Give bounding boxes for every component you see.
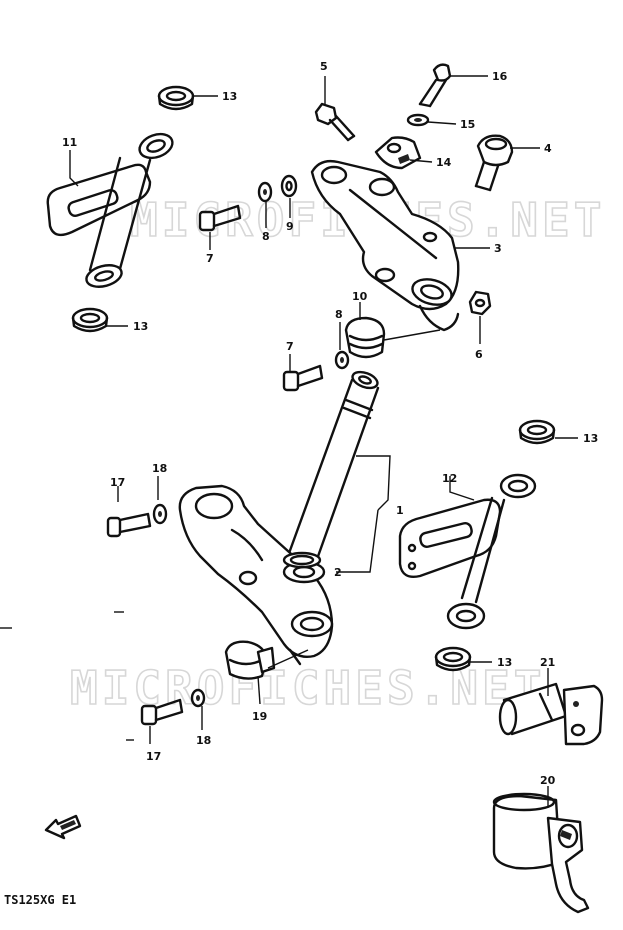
part-19-grommet	[224, 640, 276, 680]
part-8-washer-upper	[257, 181, 273, 203]
callout-8: 8	[262, 230, 270, 243]
part-17-bolt-upper	[106, 512, 152, 538]
callout-14: 14	[436, 156, 452, 169]
callout-7: 7	[206, 252, 214, 265]
part-4-cap-bolt	[474, 134, 514, 192]
part-20-lock-cylinder	[492, 792, 590, 914]
callout-7: 7	[286, 340, 294, 353]
part-5-bolt	[314, 102, 356, 142]
callout-17: 17	[110, 476, 125, 489]
callout-numbers: 13 13 13 13 11 5 16 15 14 4 3 6 7 8 9 10…	[62, 60, 598, 787]
part-7-bolt-upper	[198, 204, 242, 232]
part-2-bearing	[282, 551, 322, 569]
callout-8: 8	[335, 308, 343, 321]
part-12-bracket	[398, 473, 537, 630]
part-1-lower-bracket	[178, 484, 334, 666]
part-16-bolt	[418, 63, 452, 108]
part-13-damper-lower	[434, 646, 472, 672]
callout-2: 2	[334, 566, 342, 579]
watermark-bottom: MICROFICHES.NET	[70, 661, 545, 715]
model-code: TS125XG E1	[4, 893, 76, 907]
callout-10: 10	[352, 290, 368, 303]
callout-13: 13	[497, 656, 512, 669]
part-15-washer	[406, 113, 430, 127]
part-13-damper-right	[518, 419, 556, 445]
part-1-steering-stem	[286, 370, 380, 564]
callout-4: 4	[544, 142, 552, 155]
front-arrow-icon	[44, 814, 82, 840]
part-3-upper-bracket	[310, 159, 460, 332]
part-6-nut	[468, 290, 492, 316]
part-18-washer-upper	[152, 503, 168, 525]
part-13-damper-left	[71, 307, 109, 333]
callout-17: 17	[146, 750, 161, 763]
part-9-washer	[280, 174, 298, 198]
callout-18: 18	[196, 734, 211, 747]
callout-15: 15	[460, 118, 475, 131]
callout-19: 19	[252, 710, 267, 723]
callout-11: 11	[62, 136, 77, 149]
callout-20: 20	[540, 774, 556, 787]
callout-21: 21	[540, 656, 555, 669]
callout-12: 12	[442, 472, 457, 485]
callout-13: 13	[222, 90, 237, 103]
part-13-damper-top	[157, 85, 195, 111]
part-14-clamp	[374, 136, 422, 170]
callout-16: 16	[492, 70, 508, 83]
leader-lines	[69, 75, 578, 808]
part-17-bolt-lower	[140, 698, 184, 726]
part-21-steering-lock	[498, 682, 604, 746]
part-7-bolt-middle	[282, 364, 324, 392]
callout-1: 1	[396, 504, 404, 517]
callout-9: 9	[286, 220, 294, 233]
callout-13: 13	[583, 432, 598, 445]
callout-6: 6	[475, 348, 483, 361]
part-11-bracket	[46, 132, 174, 288]
part-8-washer-middle	[334, 350, 350, 370]
callout-5: 5	[320, 60, 328, 73]
part-18-washer-lower	[190, 688, 206, 708]
callout-3: 3	[494, 242, 502, 255]
part-10-grommet	[344, 316, 386, 359]
callout-18: 18	[152, 462, 167, 475]
callout-13: 13	[133, 320, 148, 333]
